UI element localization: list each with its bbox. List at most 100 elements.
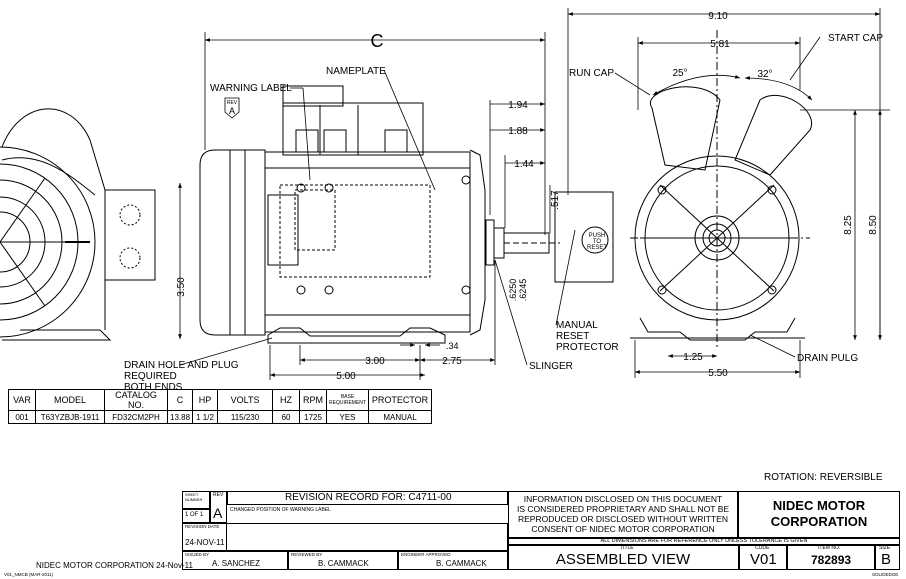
engineer-approved-cell: [398, 551, 508, 570]
dim-angle-32: 32°: [757, 69, 772, 80]
callout-slinger: SLINGER: [529, 361, 573, 372]
header-model: MODEL: [35, 389, 105, 411]
issued-by: A. SANCHEZ: [212, 559, 261, 568]
header-var: VAR: [8, 389, 36, 411]
dim-581: 5.81: [710, 39, 730, 50]
proprietary-line-4: CONSENT OF NIDEC MOTOR CORPORATION: [531, 524, 715, 534]
sheet-value-cell: [182, 509, 210, 523]
change-note: CHANGED POSITION OF WARNING LABEL: [230, 507, 331, 513]
callout-nameplate: NAMEPLATE: [326, 66, 386, 77]
dim-shaft-dia-a: .6250: [508, 279, 518, 302]
rev-tag-label: REV: [227, 100, 238, 106]
dim-517: .517: [550, 190, 561, 210]
issued-by-label: ISSUED BY: [185, 552, 210, 557]
revision-date-row: [182, 523, 508, 551]
reviewed-by: B. CAMMACK: [318, 559, 369, 568]
size-value: B: [881, 551, 892, 568]
side-view-motor: [199, 85, 614, 344]
title-label: TITLE: [620, 545, 634, 551]
company-cell: [738, 491, 900, 538]
header-volts: VOLTS: [217, 389, 274, 411]
cell-volts: 115/230: [217, 410, 274, 424]
footer-software: SOLIDEDGE: [872, 572, 899, 577]
callout-drain-pulg: DRAIN PULG: [797, 353, 858, 364]
header-hz: HZ: [272, 389, 301, 411]
callout-manual-reset-2: RESET: [556, 331, 589, 342]
dim-144: 1.44: [514, 159, 534, 170]
rev-tag-value: A: [229, 106, 235, 116]
revision-date: 24-NOV-11: [185, 538, 225, 547]
company-line-1: NIDEC MOTOR: [772, 498, 866, 513]
rotation-note: ROTATION: REVERSIBLE: [764, 472, 883, 483]
rev-value: A: [213, 505, 223, 521]
rev-cell: [210, 491, 227, 523]
front-end-view: [630, 30, 813, 350]
proprietary-notice: INFORMATION DISCLOSED ON THIS DOCUMENT I…: [517, 494, 729, 534]
callout-start-cap: START CAP: [828, 33, 883, 44]
issued-by-cell: [182, 551, 288, 570]
dim-350: 3.50: [176, 277, 187, 297]
drawing-title: ASSEMBLED VIEW: [555, 551, 691, 568]
engineer-approved-label: ENGINEER APPROVED: [401, 552, 451, 557]
title-cell: [508, 545, 739, 570]
code-label: CODE: [755, 545, 770, 551]
dim-275: 2.75: [442, 356, 462, 367]
dim-300: 3.00: [365, 356, 385, 367]
reviewed-by-label: REVIEWED BY: [291, 552, 323, 557]
item-no-cell: [787, 545, 875, 570]
cell-base: YES: [326, 410, 369, 424]
table-row: 001 T63YZBJB-1911 FD32CM2PH 13.88 1 1/2 …: [8, 410, 432, 424]
revision-date-label: REVISION DATE: [185, 524, 220, 529]
dimensions-note: ALL DIMENSIONS ARE FOR REFERENCE ONLY UN…: [600, 538, 808, 544]
dimension-lines: [178, 8, 890, 380]
size-cell: [875, 545, 900, 570]
header-base-1: BASE: [340, 394, 355, 400]
left-end-view: [0, 108, 156, 341]
callout-run-cap: RUN CAP: [569, 68, 614, 79]
revision-record-cell: [227, 491, 508, 505]
dim-shaft-dia-b: .6245: [518, 279, 528, 302]
item-no-label: ITEM NO.: [818, 545, 841, 551]
dim-034: .34: [446, 341, 459, 351]
footer-form-code: V01_NMCB (MAR-2011): [4, 572, 54, 577]
revision-record: REVISION RECORD FOR: C4711-00: [285, 492, 452, 503]
rev-label: REV: [213, 492, 224, 498]
dim-850: 8.50: [868, 215, 879, 235]
size-label: SIZE: [879, 545, 891, 551]
item-no-value: 782893: [811, 553, 852, 567]
code-cell: [739, 545, 787, 570]
header-catalog: CATALOG NO.: [104, 389, 168, 411]
cell-hz: 60: [272, 410, 301, 424]
sheet-number-cell: [182, 491, 210, 509]
header-rpm: RPM: [299, 389, 328, 411]
company-name: NIDEC MOTOR CORPORATION: [771, 498, 868, 530]
footer-company-date: NIDEC MOTOR CORPORATION 24-Nov-11: [36, 561, 193, 570]
spec-table: VAR MODEL CATALOG NO. C HP VOLTS HZ RPM …: [8, 389, 432, 424]
proprietary-line-3: REPRODUCED OR DISCLOSED WITHOUT WRITTEN: [518, 514, 728, 524]
code-value: V01: [750, 551, 777, 568]
engineer-approved: B. CAMMACK: [436, 559, 487, 568]
callout-warning-label: WARNING LABEL: [210, 83, 292, 94]
proprietary-cell: [508, 491, 738, 538]
header-protector: PROTECTOR: [367, 389, 432, 411]
callout-drain-hole-3: BOTH ENDS: [124, 382, 183, 393]
cell-rpm: 1725: [299, 410, 328, 424]
dimensions-note-cell: [508, 538, 900, 545]
dim-188: 1.88: [508, 126, 528, 137]
header-base-2: REQUIREMENT: [329, 400, 366, 406]
callout-manual-reset-3: PROTECTOR: [556, 342, 619, 353]
proprietary-line-2: IS CONSIDERED PROPRIETARY AND SHALL NOT …: [516, 504, 730, 514]
dim-c: C: [371, 31, 384, 51]
company-line-2: CORPORATION: [770, 514, 868, 529]
push-to-reset-text-2: TO: [593, 239, 602, 245]
cell-c: 13.88: [166, 410, 194, 424]
cell-catalog: FD32CM2PH: [104, 410, 168, 424]
dim-194: 1.94: [508, 100, 528, 111]
header-c: C: [166, 389, 194, 411]
reviewed-by-cell: [288, 551, 398, 570]
cell-protector: MANUAL: [367, 410, 432, 424]
push-to-reset-text-1: PUSH: [589, 233, 606, 239]
push-to-reset-text-3: RESET: [587, 245, 607, 251]
